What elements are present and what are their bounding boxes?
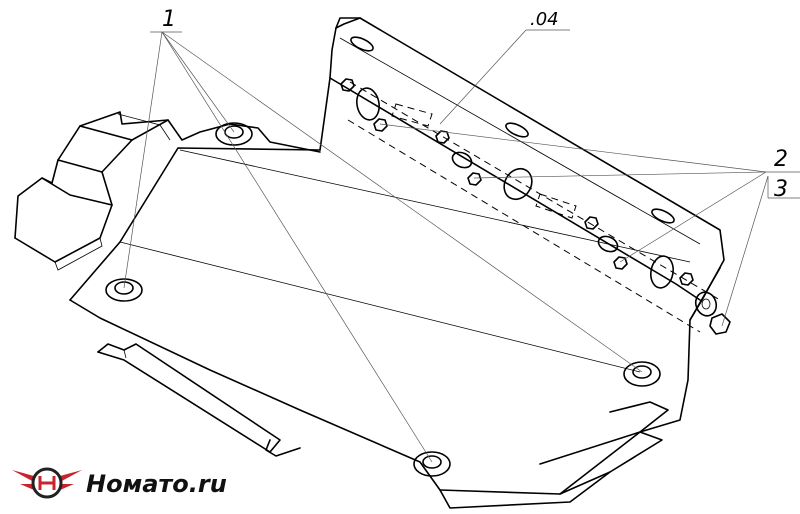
callout-1: 1 [162, 7, 176, 32]
grommet-3 [623, 361, 661, 387]
logo-text: Номато.ru [86, 470, 227, 498]
callout-2: 2 [774, 147, 788, 172]
nut-2 [435, 130, 450, 144]
skid-plate-body [14, 111, 721, 509]
bolt-with-washer [694, 291, 731, 335]
callout-04: .04 [530, 9, 559, 30]
nut-4 [679, 272, 694, 286]
nut-3 [584, 216, 599, 230]
leader-lines [123, 29, 800, 463]
nut-5 [373, 118, 388, 132]
grommet-4 [413, 451, 451, 477]
nut-7 [613, 256, 628, 270]
homato-logo: Номато.ru [12, 467, 227, 499]
nut-group [340, 78, 694, 286]
callout-3: 3 [774, 177, 788, 202]
logo-emblem [12, 467, 82, 499]
nut-6 [467, 172, 482, 186]
grommet-2 [105, 278, 143, 302]
nut-1 [340, 78, 355, 92]
rear-bracket [319, 17, 725, 333]
